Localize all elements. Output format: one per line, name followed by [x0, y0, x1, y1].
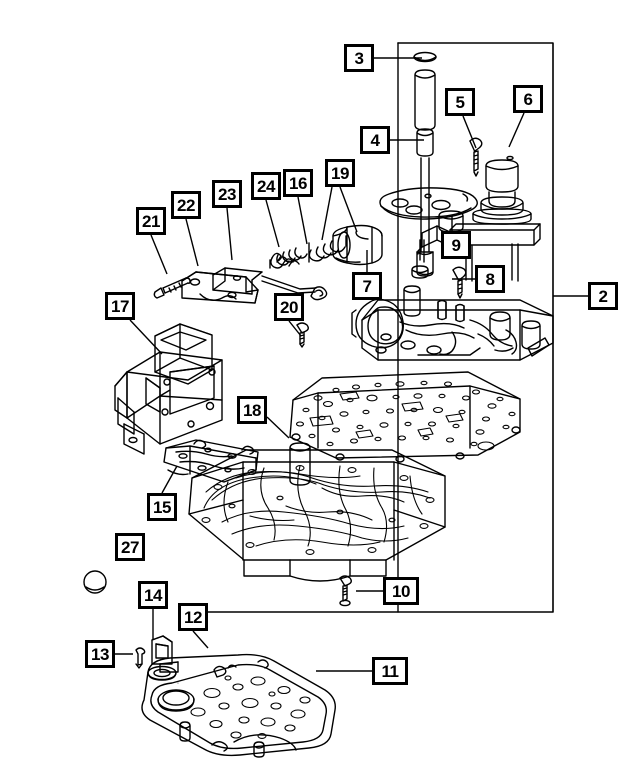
- manual-valve-lever-part: [181, 267, 328, 304]
- filter-screw-part: [339, 575, 352, 607]
- callout-5-label: 5: [455, 92, 465, 112]
- callout-27[interactable]: 27: [115, 533, 145, 561]
- leader-20: [288, 320, 302, 337]
- o-ring-part: [83, 570, 107, 594]
- callout-27-label: 27: [121, 537, 139, 557]
- callout-8[interactable]: 8: [475, 265, 505, 293]
- leader-23: [226, 207, 233, 261]
- callout-12-label: 12: [184, 607, 202, 627]
- filter-grommet-part: [147, 665, 177, 681]
- callout-12[interactable]: 12: [178, 603, 208, 631]
- callout-4-label: 4: [370, 130, 380, 150]
- callout-8-label: 8: [485, 269, 495, 289]
- solenoid-pack-part: [114, 323, 223, 455]
- retaining-clip-part: [135, 635, 179, 673]
- callout-2-label: 2: [598, 286, 608, 306]
- callout-23[interactable]: 23: [212, 180, 242, 208]
- valve-body-lower-casting-part: [188, 442, 446, 582]
- callout-22[interactable]: 22: [171, 191, 201, 219]
- callout-4[interactable]: 4: [360, 126, 390, 154]
- callout-6[interactable]: 6: [513, 85, 543, 113]
- callout-3-label: 3: [354, 48, 364, 68]
- callout-9-label: 9: [451, 235, 461, 255]
- leader-5: [462, 115, 477, 149]
- leader-18: [266, 416, 290, 439]
- leader-15: [161, 465, 178, 494]
- callout-24-label: 24: [257, 176, 275, 196]
- leader-6: [508, 112, 525, 148]
- callout-15-label: 15: [153, 497, 171, 517]
- leader-19b: [321, 186, 333, 241]
- valve-body-upper-casting-part: [351, 265, 554, 361]
- callout-15[interactable]: 15: [147, 493, 177, 521]
- callout-17[interactable]: 17: [105, 292, 135, 320]
- valve-springs-part: [269, 235, 347, 269]
- accumulator-piston-cover-part: [332, 224, 383, 266]
- callout-10-label: 10: [392, 581, 410, 601]
- valve-spring-short: [269, 242, 310, 269]
- callout-13-label: 13: [91, 644, 109, 664]
- transfer-plate-part: [163, 439, 259, 483]
- callout-17-label: 17: [111, 296, 129, 316]
- callout-24[interactable]: 24: [251, 172, 281, 200]
- leader-22: [185, 218, 199, 267]
- separator-plate-part: [289, 371, 521, 463]
- callout-16[interactable]: 16: [283, 169, 313, 197]
- solenoid-screw-part: [469, 137, 483, 177]
- leader-19: [339, 186, 358, 233]
- callout-11[interactable]: 11: [372, 657, 408, 685]
- callout-3[interactable]: 3: [344, 44, 374, 72]
- callout-7-label: 7: [362, 276, 372, 296]
- oil-filter-part: [141, 653, 336, 758]
- callout-10[interactable]: 10: [383, 577, 419, 605]
- dipstick-seal-part: [413, 51, 437, 63]
- callout-19-label: 19: [331, 163, 349, 183]
- callout-20-label: 20: [280, 297, 298, 317]
- callout-23-label: 23: [218, 184, 236, 204]
- callout-16-label: 16: [289, 173, 307, 193]
- callout-6-label: 6: [523, 89, 533, 109]
- manual-lever-screw-part: [153, 277, 191, 299]
- callout-21[interactable]: 21: [136, 207, 166, 235]
- small-screw-part: [296, 322, 309, 348]
- callout-18[interactable]: 18: [237, 396, 267, 424]
- callout-19[interactable]: 19: [325, 159, 355, 187]
- leader-16: [297, 196, 308, 245]
- callout-5[interactable]: 5: [445, 88, 475, 116]
- callout-7[interactable]: 7: [352, 272, 382, 300]
- callout-21-label: 21: [142, 211, 160, 231]
- callout-20[interactable]: 20: [274, 293, 304, 321]
- callout-18-label: 18: [243, 400, 261, 420]
- leader-17: [129, 319, 163, 355]
- valve-spring-long: [308, 235, 347, 263]
- callout-14-label: 14: [144, 585, 162, 605]
- leader-24: [265, 199, 280, 248]
- callout-11-label: 11: [381, 661, 399, 681]
- callout-2[interactable]: 2: [588, 282, 618, 310]
- callout-14[interactable]: 14: [138, 581, 168, 609]
- callout-13[interactable]: 13: [85, 640, 115, 668]
- callout-22-label: 22: [177, 195, 195, 215]
- leader-12: [192, 630, 209, 649]
- callout-9[interactable]: 9: [441, 231, 471, 259]
- callout-leaders: [115, 57, 588, 672]
- leader-21: [150, 234, 168, 275]
